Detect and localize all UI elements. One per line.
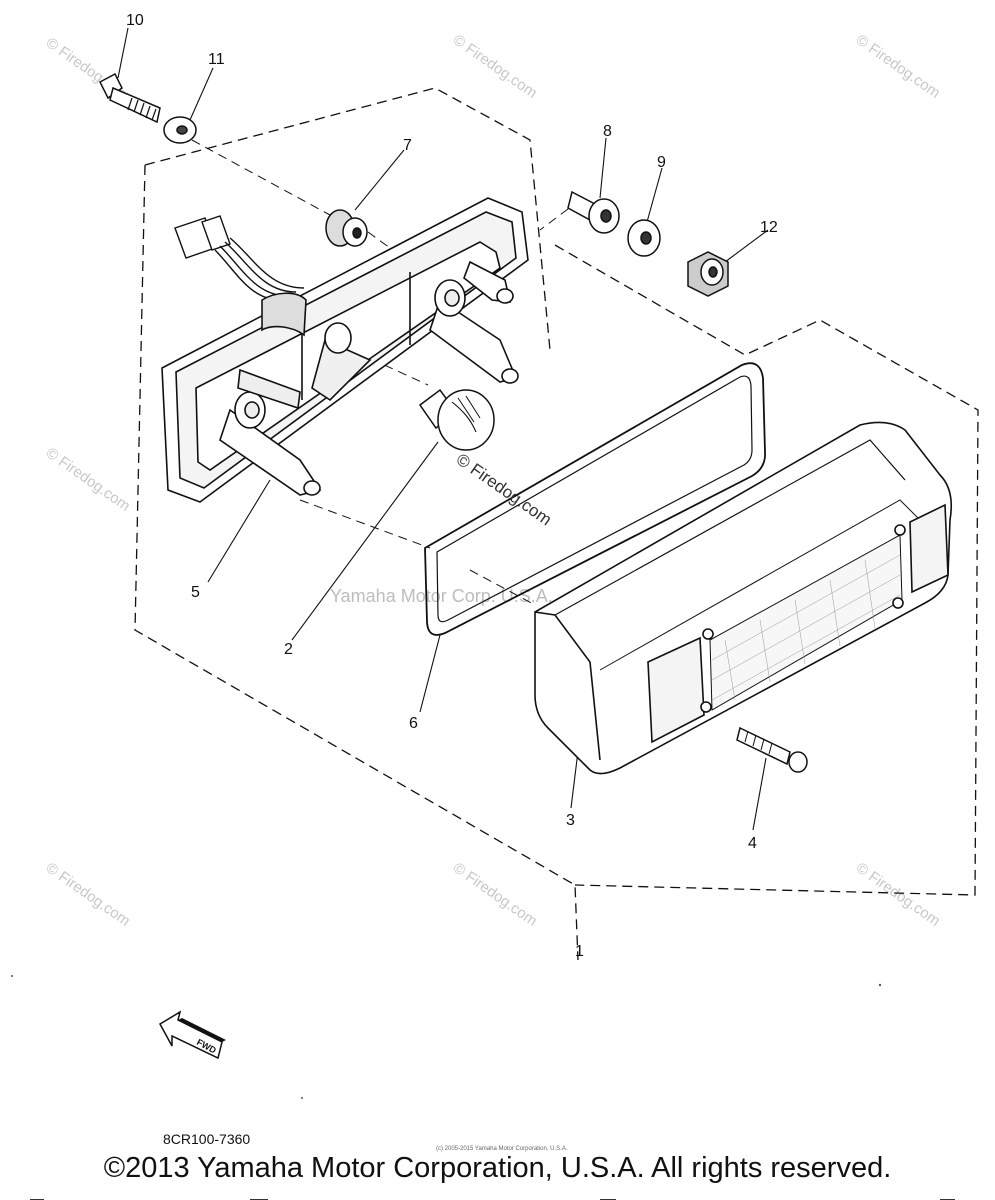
callout-7: 7: [403, 137, 412, 154]
tiny-notice: (c) 2005-2015 Yamaha Motor Corporation, …: [436, 1146, 568, 1152]
callout-10: 10: [126, 12, 144, 29]
bolt-10[interactable]: [99, 72, 161, 124]
screw-4[interactable]: [736, 726, 808, 773]
bulb-2[interactable]: [418, 388, 495, 451]
watermark-center: © Firedog.com: [453, 450, 555, 530]
watermark-mid-left: © Firedog.com: [43, 444, 134, 514]
watermark-yamaha: Yamaha Motor Corp. U.S.A.: [330, 586, 553, 606]
callout-3: 3: [566, 812, 575, 829]
copyright-notice: ©2013 Yamaha Motor Corporation, U.S.A. A…: [103, 1152, 892, 1184]
callout-6: 6: [409, 715, 418, 732]
watermark-bottom-center: © Firedog.com: [450, 859, 541, 929]
scan-dots: [11, 975, 882, 1099]
gasket-6[interactable]: [424, 362, 766, 636]
callout-1: 1: [575, 943, 584, 960]
assembly-outline: [134, 87, 979, 961]
nut-12[interactable]: [687, 251, 729, 297]
callout-8: 8: [603, 123, 612, 140]
cropped-text-strip: [0, 1192, 995, 1200]
wire-harness[interactable]: [174, 215, 305, 301]
grommet-7[interactable]: [325, 209, 368, 247]
watermark-bottom-right: © Firedog.com: [853, 859, 944, 929]
watermark-top-right: © Firedog.com: [853, 31, 944, 101]
callout-4: 4: [748, 835, 757, 852]
callout-2: 2: [284, 641, 293, 658]
callout-11: 11: [208, 51, 225, 68]
callout-5: 5: [191, 584, 200, 601]
callout-9: 9: [657, 154, 666, 171]
part-code: 8CR100-7360: [163, 1131, 250, 1147]
collar-8[interactable]: [567, 190, 620, 234]
washer-11[interactable]: [163, 116, 197, 144]
fwd-arrow: FWD: [158, 1010, 226, 1060]
washer-9[interactable]: [627, 219, 661, 257]
callout-labels: 1 2 3 4 5 6 7 8 9 10 11 12: [126, 12, 778, 960]
lens-3[interactable]: [534, 421, 953, 775]
watermark-top-center: © Firedog.com: [450, 31, 541, 101]
lamp-base-5[interactable]: [161, 197, 529, 503]
callout-12: 12: [760, 219, 778, 236]
watermark-bottom-left: © Firedog.com: [43, 859, 134, 929]
